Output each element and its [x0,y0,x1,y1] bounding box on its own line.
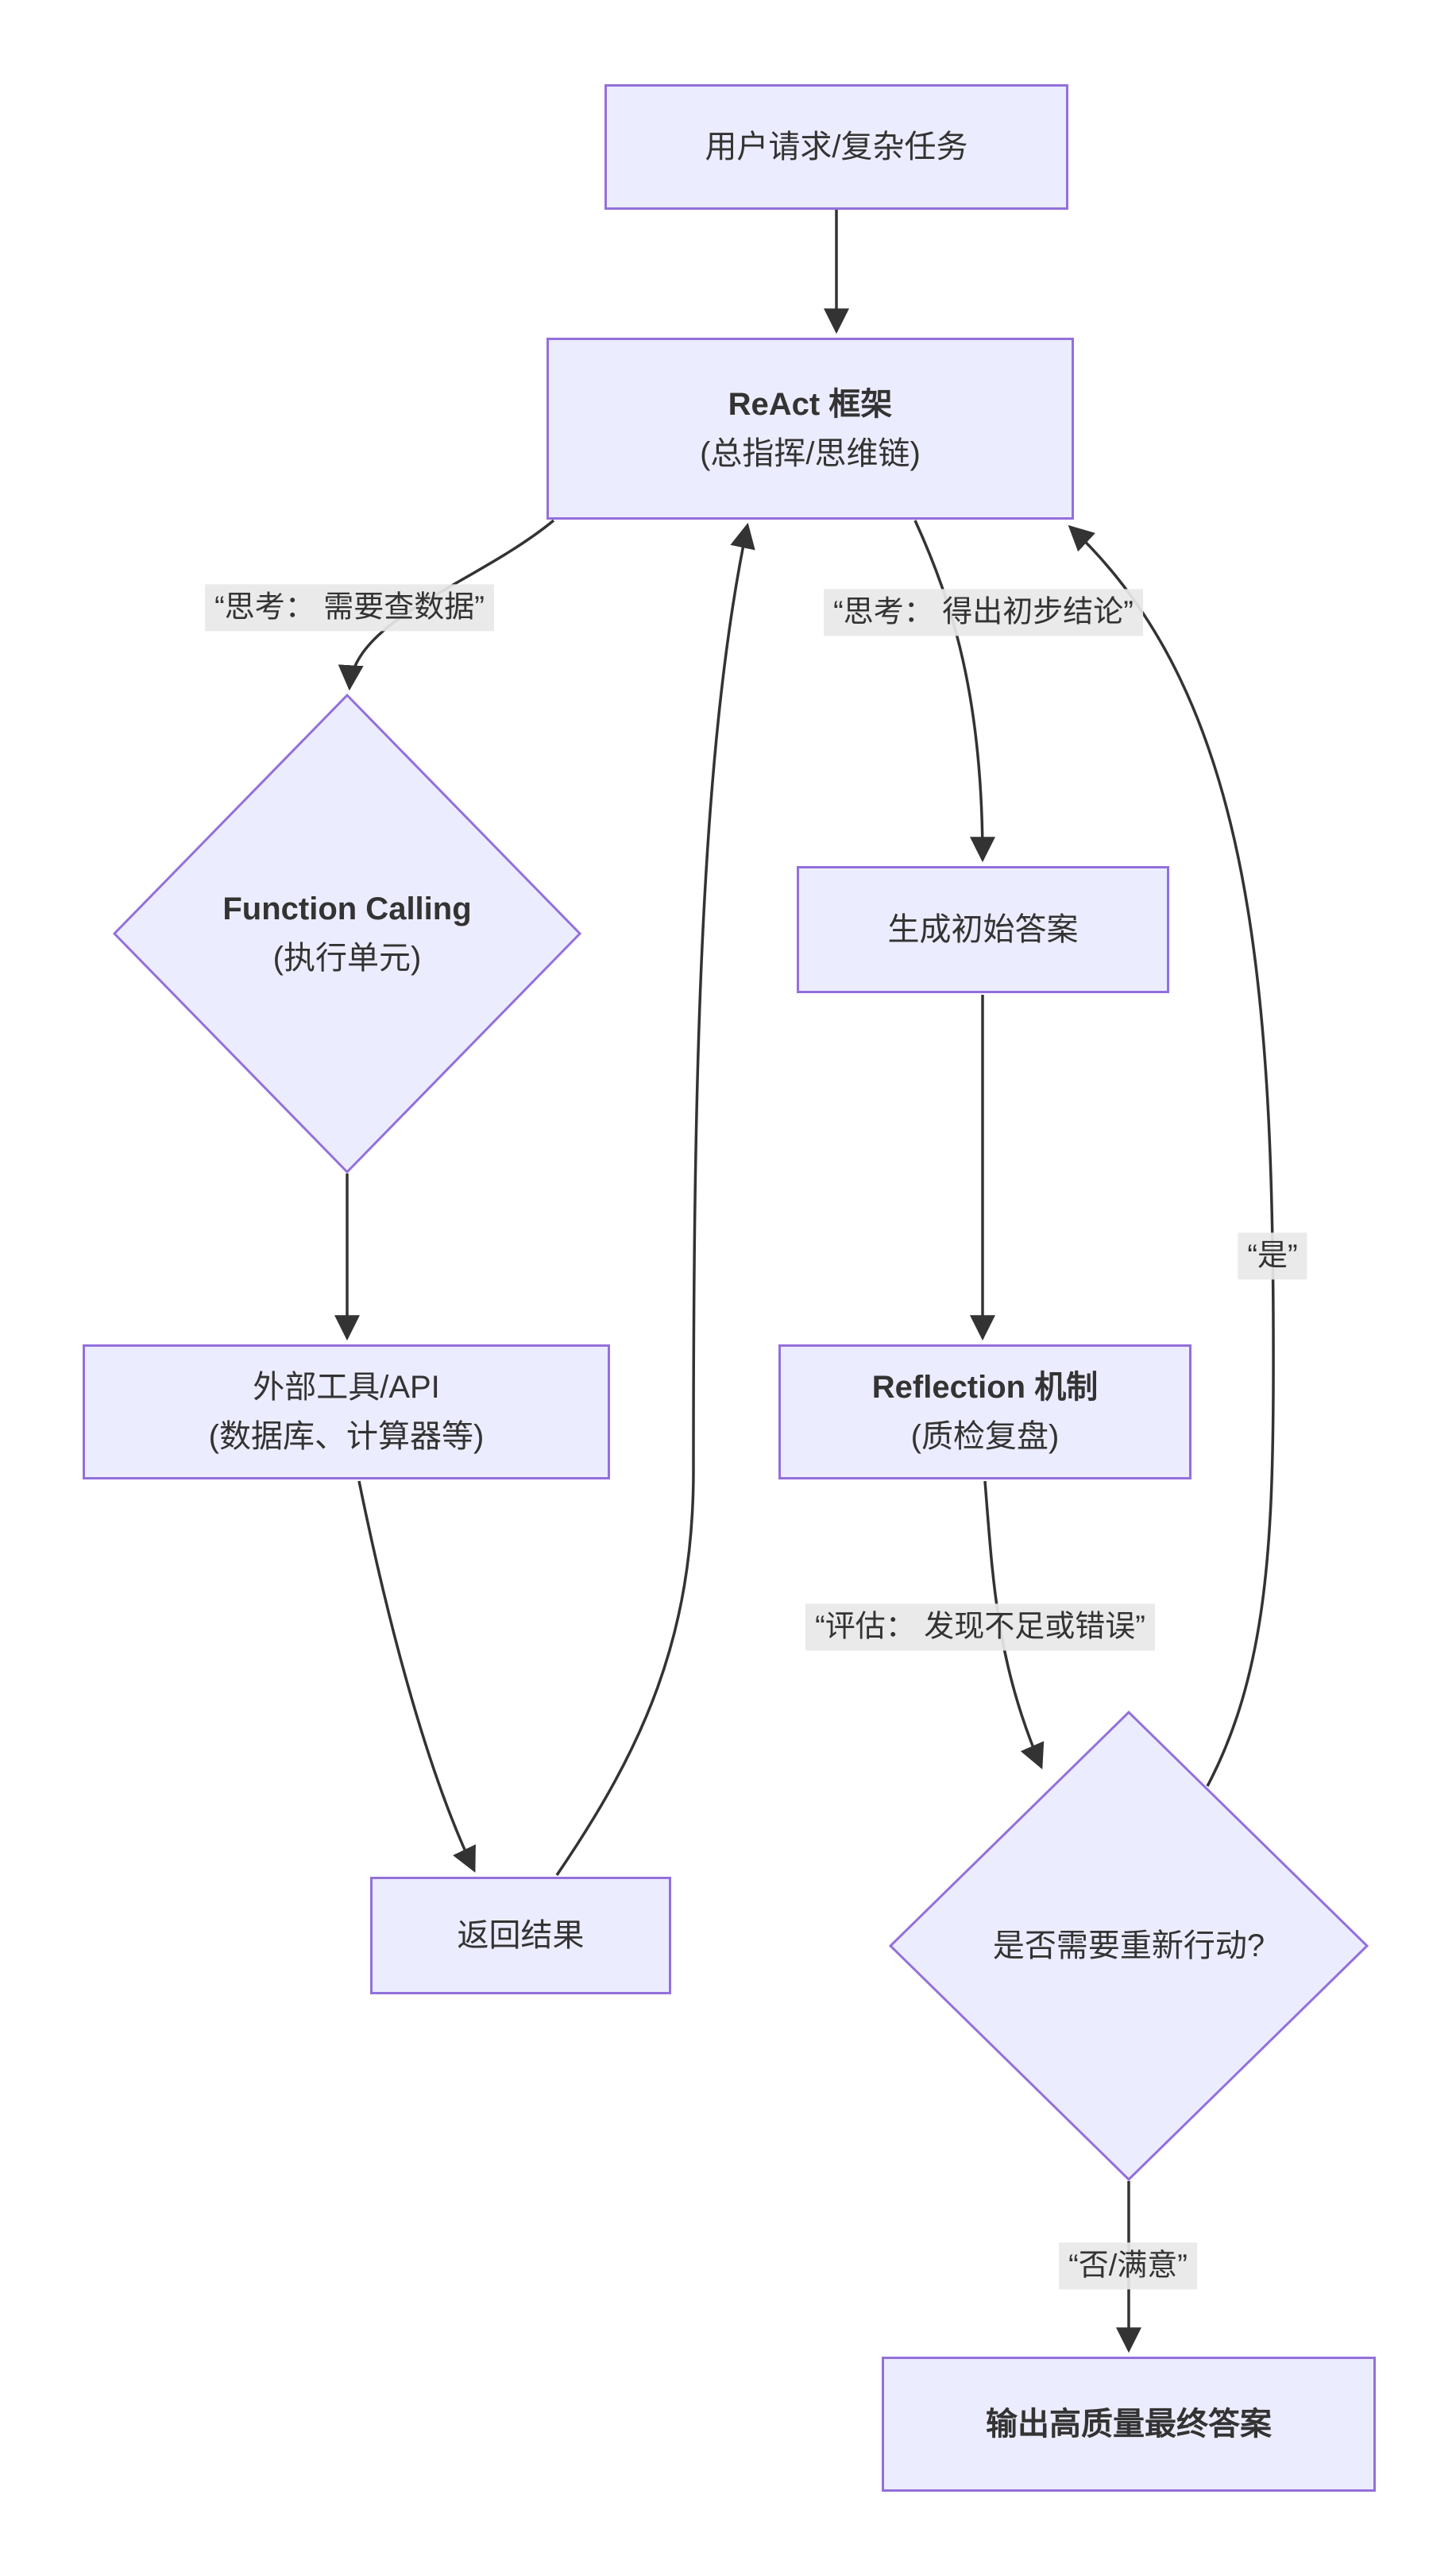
node-return-result-label: 返回结果 [457,1918,585,1953]
node-reflection: Reflection 机制 (质检复盘) [778,1344,1191,1479]
edge-label-evaluate-find-issues: “评估： 发现不足或错误” [805,1603,1155,1651]
node-function-calling-subtitle: (执行单元) [272,941,422,976]
node-react-framework-title: ReAct 框架 [728,386,893,422]
node-reflection-subtitle: (质检复盘) [910,1419,1060,1454]
node-final-answer: 输出高质量最终答案 [882,2357,1376,2492]
decision-diamond-shape [888,1710,1369,2182]
edge-react-to-initial-answer [913,520,995,863]
node-generate-initial-answer: 生成初始答案 [797,866,1169,993]
edge-label-think-initial-conclusion: “思考： 得出初步结论” [824,589,1143,636]
node-reflection-title: Reflection 机制 [871,1370,1099,1405]
node-external-tools-title: 外部工具/API [253,1370,440,1405]
function-calling-diamond-shape [112,693,582,1174]
node-user-request: 用户请求/复杂任务 [604,84,1068,210]
node-react-framework: ReAct 框架 (总指挥/思维链) [546,338,1074,520]
edge-return-result-to-react [555,522,755,1876]
node-need-new-action: 是否需要重新行动? [993,1921,1265,1970]
node-final-answer-label: 输出高质量最终答案 [986,2407,1272,2442]
edge-label-yes: “是” [1238,1232,1307,1280]
node-generate-initial-answer-label: 生成初始答案 [887,912,1079,947]
node-react-framework-subtitle: (总指挥/思维链) [700,435,921,471]
edge-tools-to-return-result [357,1480,476,1873]
node-external-tools: 外部工具/API (数据库、计算器等) [83,1344,610,1479]
node-user-request-label: 用户请求/复杂任务 [705,130,968,164]
node-function-calling: Function Calling (执行单元) [222,884,471,983]
edge-decision-yes-to-react [1068,524,1275,1787]
edge-label-think-query-data: “思考： 需要查数据” [205,584,494,632]
edge-label-no-satisfied: “否/满意” [1059,2242,1197,2290]
node-function-calling-title: Function Calling [222,891,472,926]
node-return-result: 返回结果 [370,1877,671,1994]
node-external-tools-subtitle: (数据库、计算器等) [208,1419,485,1454]
node-need-new-action-label: 是否需要重新行动? [992,1928,1265,1963]
